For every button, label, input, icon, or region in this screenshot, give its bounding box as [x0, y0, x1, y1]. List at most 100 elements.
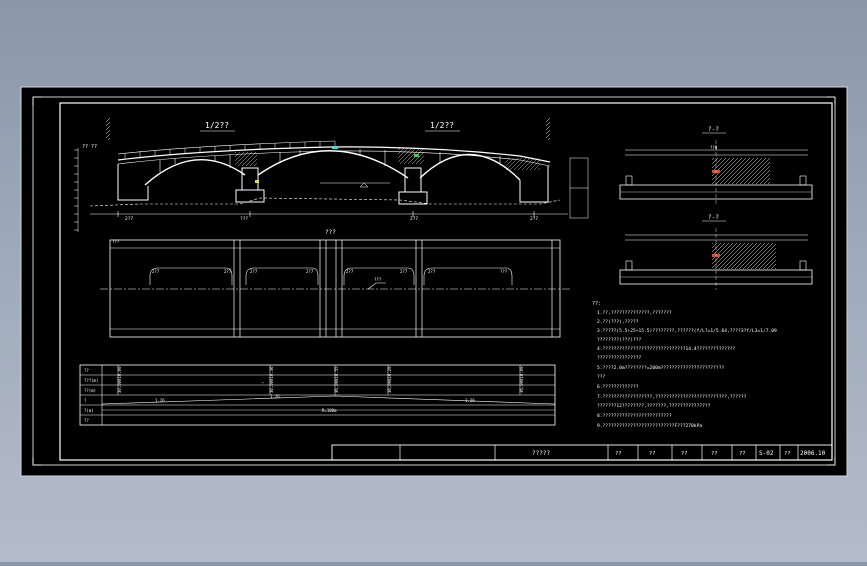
title-block-dividers [399, 445, 799, 460]
note-line-5: 4.??????????????????????????????14.4????… [597, 346, 736, 352]
profile-row-label-1: ?? [84, 368, 89, 373]
note-line-7: 5.????2.0m????????=200m?????????????????… [597, 365, 724, 371]
profile-station-lines [117, 365, 521, 395]
note-line-1: 1.??,??????????????,??????? [597, 310, 672, 316]
section-1-top-dim-label: ??0 [710, 145, 718, 150]
title-block-frame [331, 444, 833, 461]
note-line-2: 2.??(???),????? [597, 319, 639, 325]
profile-row-label-5: ?(m) [84, 408, 94, 413]
span-dim-1: 2?7 [125, 216, 133, 222]
plan-label-5: 2?7 [306, 269, 314, 274]
corner-marks [32, 96, 836, 466]
note-line-4: ????????(???)??? [597, 337, 641, 343]
section-1-rail-left [625, 175, 633, 186]
model-space-background [20, 86, 848, 477]
profile-row-label-2: ???(m) [84, 378, 98, 383]
revision-label: ?? [784, 451, 791, 457]
accent-mark-3 [255, 180, 259, 183]
profile-slope-2: 1.26 [270, 394, 280, 399]
plan-label-6: ??? [374, 277, 382, 282]
plan-notch [367, 282, 386, 290]
plan-arch-outlines [149, 267, 513, 285]
elevation-dimension-ticks [117, 211, 535, 217]
notes-block: ??: 1.??,??????????????,??????? 2.??(???… [592, 301, 777, 429]
plan-title: ??? [325, 229, 336, 236]
ground-line [89, 197, 561, 207]
railing-top [117, 140, 336, 155]
span-dim-2: ??? [240, 216, 248, 222]
drawing-date: 2006.10 [800, 450, 826, 457]
profile-row-label-6: ?? [84, 418, 89, 423]
title-cell-5: ?? [739, 451, 746, 457]
plan-pier-lines [233, 240, 553, 337]
note-line-13: 9.??????????????????????????F???270kPa [597, 423, 702, 429]
section-2-legend-block [712, 243, 776, 269]
profile-elev-4: 36,00010.20 [387, 366, 392, 393]
left-title-marker [106, 118, 110, 140]
profile-elev-5: 36,00010.00 [519, 366, 524, 393]
note-line-10: 7.??????????????????,???????????????????… [597, 394, 747, 400]
note-line-12: 8.????????????????????????? [597, 413, 672, 419]
sheet-number: S-02 [759, 450, 774, 457]
note-line-6: ???????????????? [597, 355, 641, 361]
drawing-name: ????? [532, 450, 550, 457]
profile-elev-2: 36,00010.36 [269, 366, 274, 393]
profile-elev-3: 36,00010.55 [334, 366, 339, 393]
accent-mark-2 [414, 154, 419, 157]
section-1-legend-block [712, 158, 770, 184]
span-dim-3: 2?7 [410, 216, 418, 222]
cross-section-2: ?-? [619, 214, 813, 290]
plan-label-1: ??? [112, 239, 120, 244]
spandrel-columns [159, 149, 501, 172]
plan-label-9: 2?7 [428, 269, 436, 274]
note-line-3: 3.???7?(5.5+25+15.5)????????,??????(f/L?… [597, 328, 777, 334]
plan-label-2: 2?7 [152, 269, 160, 274]
section-1-title: ?-? [708, 126, 719, 133]
elevation-scale-ruler [74, 148, 79, 232]
note-line-9: 6.????????????? [597, 384, 639, 390]
note-line-8: ??? [597, 374, 606, 380]
cross-section-1: ?-? ??0 [619, 126, 813, 205]
plan-view: ??? ??? 2?7 2?7 2?7 2?7 ??? 2?7 2?7 2?7 … [100, 229, 570, 338]
plan-label-4: 2?7 [250, 269, 258, 274]
profile-row-lines [80, 374, 555, 416]
section-label-right: 1/2?? [430, 121, 454, 130]
arch-detail-hatch-1 [235, 152, 257, 166]
profile-elev-1: 30,00010.00 [117, 366, 122, 393]
profile-note-mark: ⌐ [262, 380, 265, 385]
pier-1-footing [235, 189, 265, 203]
right-title-marker [546, 118, 550, 140]
sheet-border [32, 96, 836, 466]
accent-mark-1 [332, 146, 338, 149]
elevation-view: 1/2?? 1/2?? ?? ?? [74, 118, 589, 232]
plan-label-8: 2?7 [400, 269, 408, 274]
section-2-title: ?-? [708, 214, 719, 221]
arch-span-2 [257, 150, 409, 179]
profile-grade-line [101, 395, 556, 405]
pier-2-footing [398, 191, 428, 205]
abutment-left [117, 164, 149, 201]
plan-label-3: 2?7 [224, 269, 232, 274]
profile-slope-3: 1.26 [465, 398, 475, 403]
note-line-11: ???????12????????,???????,??????????????… [597, 403, 711, 409]
profile-row-label-4: ? [84, 398, 87, 403]
plan-label-7: 2?7 [346, 269, 354, 274]
title-cell-2: ?? [649, 451, 656, 457]
elevation-corner-label: ?? ?? [82, 144, 97, 150]
section-1-rail-right [799, 175, 807, 186]
bridge-deck [117, 146, 551, 163]
notes-heading: ??: [592, 301, 601, 307]
abutment-right [519, 166, 549, 203]
profile-slope-1: 1.26 [155, 398, 165, 403]
profile-length-label: R=100m [322, 408, 337, 413]
profile-table: ?? ???(m) ??(m) ? ?(m) ?? 30,00010.00 36… [79, 364, 556, 426]
arch-detail-hatch-3 [505, 158, 540, 170]
plan-outline [109, 239, 561, 338]
water-level-marker [359, 182, 369, 188]
title-cell-3: ?? [681, 451, 688, 457]
profile-row-label-3: ??(m) [84, 388, 96, 393]
title-block: ????? ?? ?? ?? ?? ?? S-02 ?? 2006.10 [331, 444, 833, 461]
title-cell-4: ?? [711, 451, 718, 457]
